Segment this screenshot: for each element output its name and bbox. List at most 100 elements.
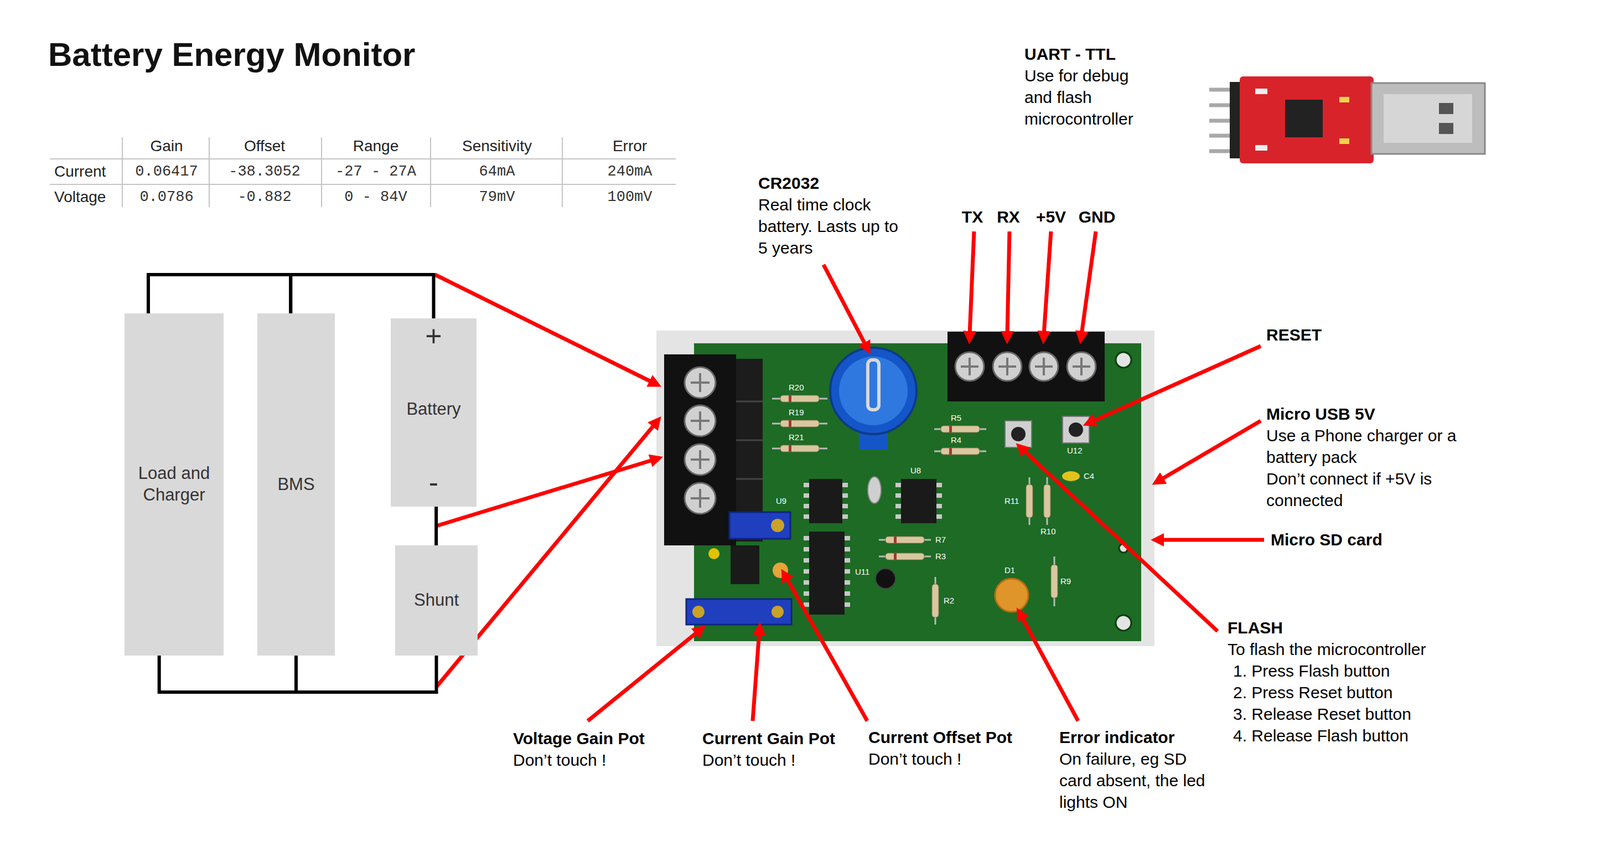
silkscreen-label: U11 [855,567,870,577]
silkscreen-label: U9 [775,496,787,506]
ic-pin [842,503,848,509]
mounting-hole [1115,614,1132,631]
capacitor [708,547,720,559]
leader-arrow [785,576,868,721]
pin-name: +5V [1036,205,1066,228]
terminal-block [736,400,763,403]
table-rule [208,137,210,207]
usb-ttl-module [1255,88,1268,95]
resistor [931,583,939,618]
silkscreen-label: R19 [788,407,805,417]
led [995,578,1029,612]
capacitor [875,568,896,589]
table-header: Sensitivity [462,136,532,156]
silkscreen-label: R10 [1040,526,1056,536]
pin-name: TX [961,205,983,228]
terminal-block [690,373,710,508]
leader-arrow [1081,231,1096,335]
uart-terminal-block [960,357,1091,376]
table-cell: 0.0786 [139,187,194,207]
coin-cell-holder [858,432,888,450]
usb-ttl-module [1239,76,1374,164]
trimmer-pot [771,605,784,618]
usb-ttl-module [1438,122,1454,134]
callout-heading: Error indicator [1059,726,1175,748]
shunt-box: Shunt [395,545,478,656]
table-rule [49,183,676,185]
resistor [885,536,925,543]
list-item: 3. Release Reset button [1233,702,1412,725]
usb-ttl-module [1209,76,1485,164]
callout-heading: RESET [1266,323,1322,346]
table-header: Error [612,136,647,156]
wire-connector [290,274,434,319]
bms-box: BMS [257,313,335,656]
ic-pin [844,580,851,585]
wire-connector [159,655,297,692]
ic-pin [803,557,810,563]
leader-arrow [435,231,1265,721]
terminal-block [664,354,737,546]
leader-arrow [1160,420,1261,480]
table-header: Offset [244,136,286,156]
callout-heading: Current Gain Pot [702,727,836,749]
callout-heading: FLASH [1227,616,1283,639]
ic-pin [803,535,810,541]
pin-name: RX [996,205,1020,228]
silkscreen-label: R5 [950,413,962,423]
resistor [772,398,1055,625]
coin-cell-holder [839,356,908,426]
wire-connector [296,655,437,692]
resistor [788,420,792,427]
trimmer-pot [686,511,792,625]
terminal-block [736,478,763,480]
resistor [788,395,792,402]
list-item: 1. Press Flash button [1233,659,1390,682]
ic-pin [803,568,810,574]
table-cell: 100mV [607,187,652,207]
table-cell: 0 - 84V [344,187,407,207]
silkscreen-label: R20 [788,382,805,392]
node-text: + [425,321,442,351]
resistor [885,552,925,560]
row-label: Voltage [54,187,106,207]
resistor [788,444,792,452]
table-header: Gain [149,136,183,156]
resistor [780,420,820,427]
coin-cell-holder [867,359,879,410]
trimmer-pot [692,605,705,618]
ic-pin [844,602,851,607]
push-button [1005,420,1032,448]
ic-pin [895,493,902,498]
node-text: Load and Charger [128,462,220,506]
usb-ttl-module [1339,96,1350,103]
callout-heading: CR2032 [758,172,820,194]
push-button [1011,426,1026,442]
resistor [1043,484,1051,518]
silkscreen-label: U8 [910,465,921,475]
table-cell: -38.3052 [228,162,301,181]
terminal-block [736,401,763,518]
node-text: Shunt [413,589,459,611]
ic-pin [803,580,810,585]
table-rule [320,137,323,207]
ic-pin [842,493,848,498]
ic-pin [936,493,942,498]
node-text: BMS [277,473,315,496]
leader-arrow [587,630,699,721]
ic-pin [895,514,902,519]
callout-body: To flash the microcontroller [1227,638,1426,660]
terminal-block [684,366,716,514]
ic-chip [809,478,843,524]
terminal-block [690,373,710,508]
ic-pin [844,535,851,541]
resistor [780,395,1058,618]
ic-pin [803,546,810,552]
resistor [940,447,980,455]
table-cell: 240mA [607,162,652,181]
pcb-panel [656,330,1155,646]
table-header: Range [353,136,400,156]
wire-connector [434,506,438,546]
table-cell: 79mV [479,187,516,207]
